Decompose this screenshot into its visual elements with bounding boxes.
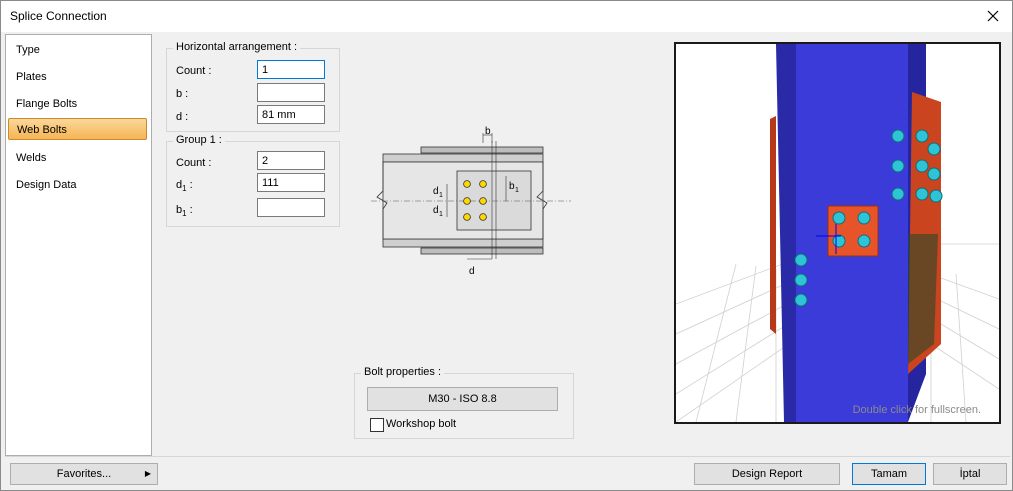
ok-button[interactable]: Tamam bbox=[852, 463, 926, 485]
bolt-type-button[interactable]: M30 - ISO 8.8 bbox=[367, 387, 558, 411]
sidebar-item-plates[interactable]: Plates bbox=[16, 71, 47, 83]
horizontal-count-field[interactable]: 1 bbox=[257, 60, 325, 79]
horizontal-d-field[interactable]: 81 mm bbox=[257, 105, 325, 124]
favorites-button[interactable]: Favorites... ▶ bbox=[10, 463, 158, 485]
sidebar-item-welds[interactable]: Welds bbox=[16, 152, 47, 164]
group-1: Group 1 : Count : 2 d1 : 111 b1 : bbox=[166, 134, 340, 227]
sidebar-item-flange-bolts[interactable]: Flange Bolts bbox=[16, 98, 78, 110]
window-title: Splice Connection bbox=[10, 9, 107, 23]
workshop-bolt-label: Workshop bolt bbox=[386, 418, 457, 430]
sidebar-item-web-bolts[interactable]: Web Bolts bbox=[8, 118, 147, 140]
title-bar: Splice Connection bbox=[1, 1, 1012, 32]
svg-text:1: 1 bbox=[439, 211, 443, 218]
workshop-bolt-checkbox[interactable] bbox=[370, 418, 384, 432]
arrow-right-icon: ▶ bbox=[144, 469, 151, 478]
cancel-button[interactable]: İptal bbox=[933, 463, 1007, 485]
sidebar-item-design-data[interactable]: Design Data bbox=[16, 179, 77, 191]
horizontal-arrangement-group: Horizontal arrangement : Count : 1 b : d… bbox=[166, 41, 340, 132]
close-icon[interactable] bbox=[982, 5, 1004, 27]
horizontal-b-field[interactable] bbox=[257, 83, 325, 102]
bolt-properties-group: Bolt properties : M30 - ISO 8.8 Workshop… bbox=[354, 366, 574, 439]
design-report-button[interactable]: Design Report bbox=[694, 463, 840, 485]
d1-label: d1 : bbox=[176, 179, 193, 193]
sidebar: Type Plates Flange Bolts Web Bolts Welds… bbox=[5, 34, 152, 456]
viewport-hint: Double click for fullscreen. bbox=[852, 404, 981, 416]
svg-text:1: 1 bbox=[515, 187, 519, 194]
favorites-label: Favorites... bbox=[56, 468, 112, 480]
3d-viewport[interactable]: Double click for fullscreen. bbox=[674, 42, 1001, 424]
b-label: b : bbox=[176, 88, 189, 100]
dim-d1-bottom: d bbox=[433, 205, 439, 216]
horizontal-arrangement-title: Horizontal arrangement : bbox=[173, 41, 301, 53]
group-count-label: Count : bbox=[176, 157, 212, 169]
b1-label: b1 : bbox=[176, 204, 193, 218]
bolt-properties-title: Bolt properties : bbox=[361, 366, 445, 378]
dim-b1: b bbox=[509, 181, 515, 192]
group-d1-field[interactable]: 111 bbox=[257, 173, 325, 192]
footer-divider bbox=[5, 456, 1010, 457]
dim-d: d bbox=[469, 266, 475, 277]
dim-d1-top: d bbox=[433, 186, 439, 197]
svg-text:1: 1 bbox=[439, 192, 443, 199]
d-label: d : bbox=[176, 111, 189, 123]
count-label: Count : bbox=[176, 65, 212, 77]
sidebar-item-type[interactable]: Type bbox=[16, 44, 40, 56]
group-count-field[interactable]: 2 bbox=[257, 151, 325, 170]
dim-b: b bbox=[485, 126, 491, 137]
group-b1-field[interactable] bbox=[257, 198, 325, 217]
group-1-title: Group 1 : bbox=[173, 134, 225, 146]
splice-diagram: b d d 1 d 1 b 1 bbox=[371, 121, 571, 281]
